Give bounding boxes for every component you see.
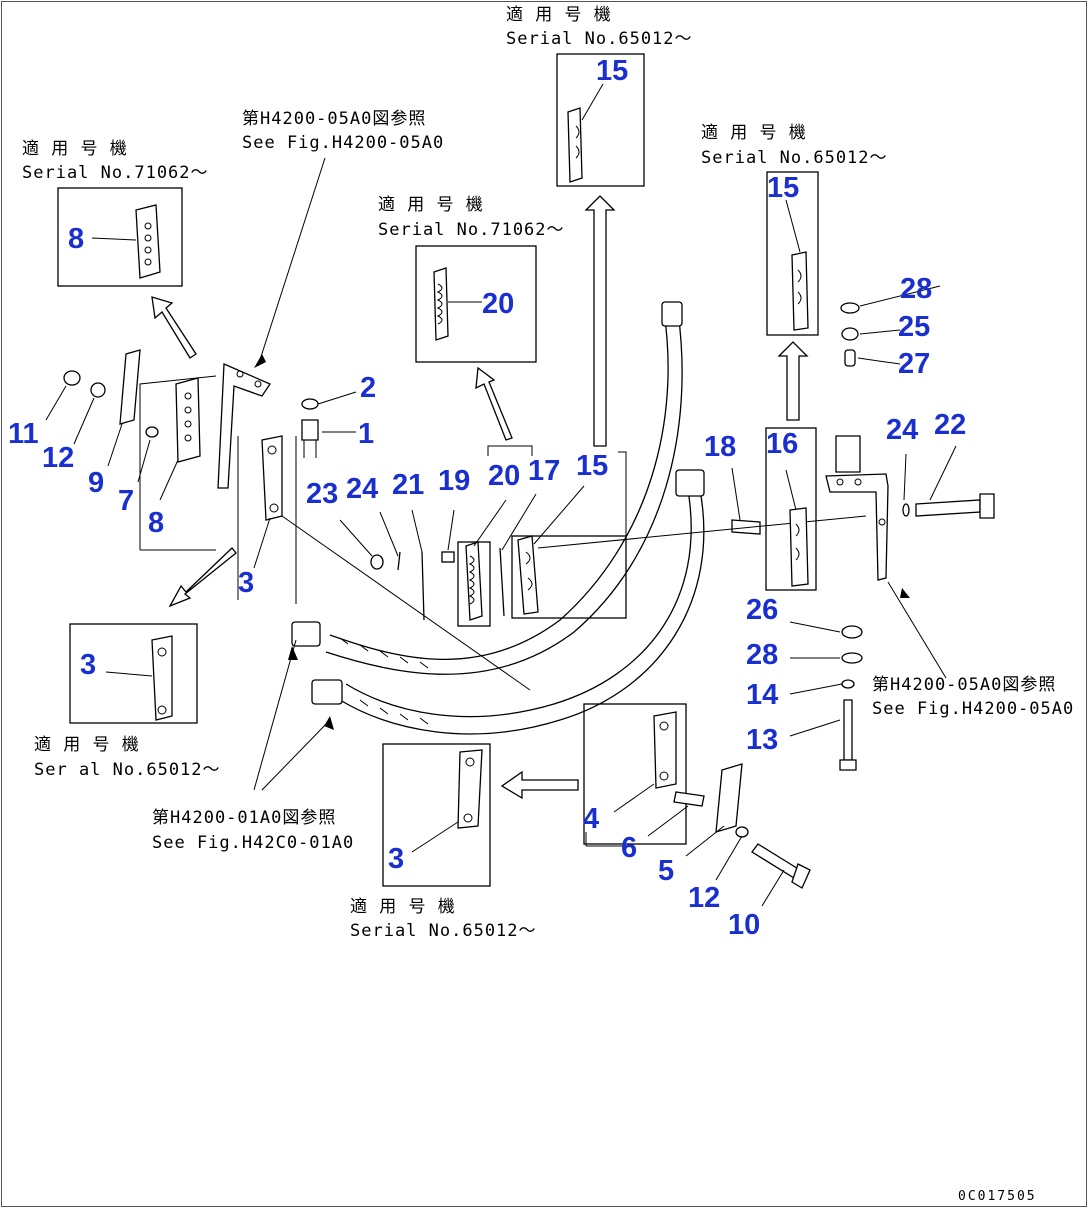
callout-28-b: 28 <box>746 639 778 671</box>
detail-box-right-15 <box>766 171 819 336</box>
note-mid-box: 適 用 号 機 Serial No.71062～ <box>378 195 565 240</box>
note-mid-box-serial: Serial No.71062～ <box>378 220 565 240</box>
arrow-up-to-right-box <box>777 341 809 421</box>
small-parts-right <box>839 302 863 771</box>
middle-clamp-group <box>370 445 627 627</box>
note-ref-right-en: See Fig.H4200-05A0 <box>872 699 1074 719</box>
callout-15-mid: 15 <box>576 450 608 482</box>
callout-18: 18 <box>704 431 736 463</box>
clamp-part-16 <box>765 427 817 591</box>
callout-1: 1 <box>358 418 374 450</box>
bolt-part-22 <box>902 493 995 519</box>
callout-26: 26 <box>746 594 778 626</box>
note-ref-right: 第H4200-05A0図参照 See Fig.H4200-05A0 <box>872 675 1074 719</box>
bracket-right <box>825 435 947 679</box>
note-top-center: 適 用 号 機 Serial No.65012～ <box>506 5 693 49</box>
note-bottom-left-jp: 適 用 号 機 <box>34 735 140 755</box>
note-bottom-mid-jp: 適 用 号 機 <box>350 897 456 917</box>
arrow-up-to-top-box <box>584 195 616 447</box>
callout-15-right: 15 <box>767 172 799 204</box>
callout-27: 27 <box>898 348 930 380</box>
note-top-center-jp: 適 用 号 機 <box>506 5 612 25</box>
clamp-part-3 <box>237 435 297 604</box>
note-bottom-mid: 適 用 号 機 Serial No.65012～ <box>350 897 537 941</box>
plate-part-8 <box>139 375 217 551</box>
callout-3-box-bottom: 3 <box>388 843 404 875</box>
callout-12-left: 12 <box>42 442 74 474</box>
callout-13: 13 <box>746 724 778 756</box>
callout-5: 5 <box>658 855 674 887</box>
reference-arrowheads <box>254 354 910 730</box>
callout-20: 20 <box>488 460 520 492</box>
clamp-part-4 <box>583 703 811 889</box>
callout-3-main: 3 <box>238 567 254 599</box>
note-left-box-serial: Serial No.71062～ <box>22 163 209 183</box>
callout-17: 17 <box>528 455 560 487</box>
callout-7: 7 <box>118 485 134 517</box>
detail-box-left-8 <box>57 187 183 287</box>
detail-box-bottom-mid-3 <box>382 743 491 887</box>
note-bottom-mid-serial: Serial No.65012～ <box>350 921 537 941</box>
callout-numbers: 15 15 8 20 28 25 27 2 1 11 12 9 7 8 3 23… <box>8 55 966 941</box>
callout-24-left: 24 <box>346 473 378 505</box>
callout-6: 6 <box>621 832 637 864</box>
callout-15-top: 15 <box>596 55 628 87</box>
note-mid-box-jp: 適 用 号 機 <box>378 195 484 215</box>
callout-9: 9 <box>88 467 104 499</box>
detail-box-mid-20 <box>415 245 537 363</box>
arrow-to-bottom-mid-box <box>500 770 579 800</box>
callout-20-box: 20 <box>482 288 514 320</box>
callout-3-box-left: 3 <box>80 649 96 681</box>
callout-8-box: 8 <box>68 223 84 255</box>
callout-22: 22 <box>934 409 966 441</box>
callout-10: 10 <box>728 909 760 941</box>
callout-21: 21 <box>392 469 424 501</box>
callout-23: 23 <box>306 478 338 510</box>
bracket-upper-left <box>217 363 271 489</box>
callout-12-bottom: 12 <box>688 882 720 914</box>
drawing-code: 0C017505 <box>958 1189 1037 1204</box>
hose-lower <box>311 469 705 735</box>
note-right-box-jp: 適 用 号 機 <box>701 123 807 143</box>
note-ref-hose: 第H4200-01A0図参照 See Fig.H42C0-01A0 <box>152 808 354 853</box>
pin-part-18 <box>537 515 867 549</box>
strap-part-9 <box>119 349 141 425</box>
note-right-box-serial: Serial No.65012～ <box>701 148 888 168</box>
detail-box-bottom-left-3 <box>69 623 198 724</box>
note-bottom-left: 適 用 号 機 Ser al No.65012～ <box>34 735 221 780</box>
callout-8: 8 <box>148 507 164 539</box>
note-ref-top-en: See Fig.H4200-05A0 <box>242 133 444 153</box>
note-left-box-jp: 適 用 号 機 <box>22 139 128 159</box>
note-bottom-left-serial: Ser al No.65012～ <box>34 760 221 780</box>
callout-16: 16 <box>766 428 798 460</box>
arrow-to-left-box <box>151 296 197 359</box>
note-ref-hose-jp: 第H4200-01A0図参照 <box>152 808 336 828</box>
callout-2: 2 <box>360 372 376 404</box>
callout-25: 25 <box>898 311 930 343</box>
note-ref-top-jp: 第H4200-05A0図参照 <box>242 109 426 129</box>
callout-14: 14 <box>746 679 778 711</box>
callout-4: 4 <box>583 803 599 835</box>
note-ref-hose-en: See Fig.H42C0-01A0 <box>152 833 354 853</box>
note-top-center-serial: Serial No.65012～ <box>506 29 693 49</box>
arrow-to-mid-box <box>475 366 513 441</box>
callout-11: 11 <box>8 418 39 450</box>
arrow-to-bottom-left-box <box>168 547 237 608</box>
callout-28-a: 28 <box>900 273 932 305</box>
callout-19: 19 <box>438 465 470 497</box>
note-right-box: 適 用 号 機 Serial No.65012～ <box>701 123 888 168</box>
note-ref-top: 第H4200-05A0図参照 See Fig.H4200-05A0 <box>242 109 444 153</box>
hose-upper <box>291 301 683 675</box>
note-left-box: 適 用 号 機 Serial No.71062～ <box>22 139 209 183</box>
detail-box-top-15 <box>556 53 645 187</box>
leader-lines <box>45 157 957 907</box>
small-parts-left <box>63 370 319 458</box>
note-ref-right-jp: 第H4200-05A0図参照 <box>872 675 1056 695</box>
callout-24-right: 24 <box>886 414 918 446</box>
